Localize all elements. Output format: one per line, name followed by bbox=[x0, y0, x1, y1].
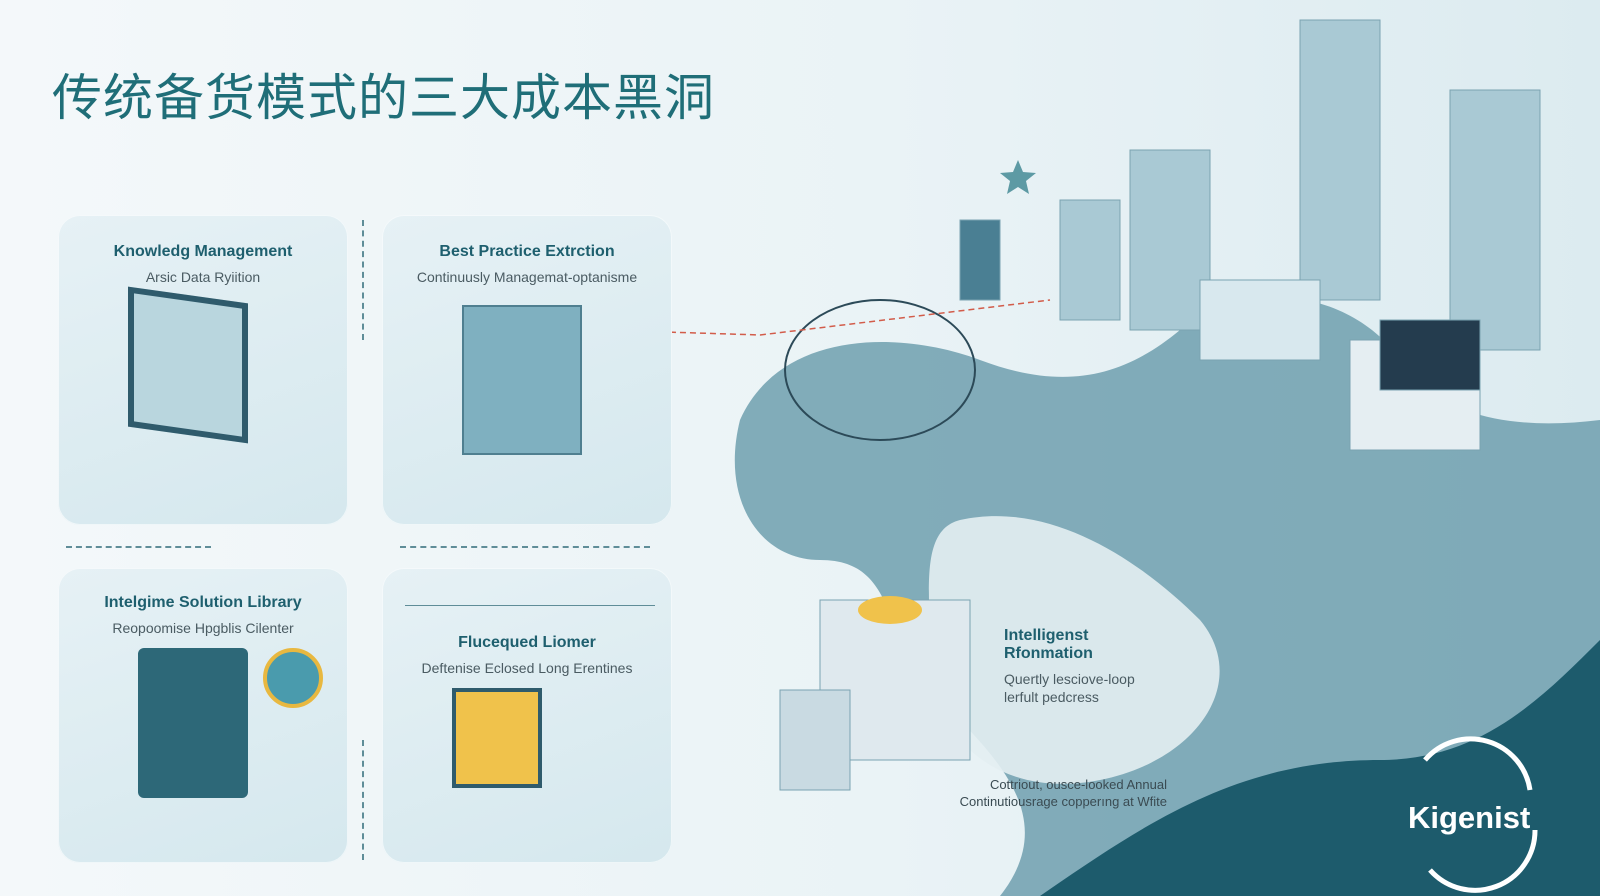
panel-subheading: Arsic Data Ryiition bbox=[145, 269, 261, 285]
panel-heading: Best Practice Extrction bbox=[439, 243, 615, 260]
panel-subheading: Reopoomise Hpgblis Cilenter bbox=[112, 620, 294, 636]
globe-grid bbox=[784, 299, 976, 441]
panel-heading: Intelgime Solution Library bbox=[104, 594, 302, 611]
panel-knowledge-management: Knowledg Management Arsic Data Ryiition bbox=[58, 215, 348, 525]
city-buildings bbox=[779, 19, 1541, 791]
callout-heading-line: Intelligenst bbox=[1004, 627, 1089, 644]
page-title: 传统备货模式的三大成本黑洞 bbox=[52, 69, 715, 127]
divider bbox=[362, 220, 364, 340]
panel-subheading: Continuusly Managemat-optanisme bbox=[416, 269, 638, 285]
star-icon bbox=[1000, 160, 1036, 194]
panel-best-practice: Best Practice Extrction Continuusly Mana… bbox=[382, 215, 672, 525]
caption-line: Cottriout, ousce-looked Annual bbox=[989, 777, 1167, 792]
callout-text-line: Quertly lesciove-loop bbox=[1004, 671, 1135, 687]
callout-text: Quertly lesciove-loop lerfult pedcress bbox=[1004, 670, 1135, 706]
callout-heading: Intelligenst Rfonmation bbox=[1004, 627, 1093, 663]
divider bbox=[66, 546, 211, 548]
panel-subheading: Deftenise Eclosed Long Erentines bbox=[421, 660, 633, 676]
monitor-illustration bbox=[128, 286, 248, 444]
light-wave-shape bbox=[928, 516, 1220, 784]
divider bbox=[405, 605, 655, 606]
divider bbox=[362, 740, 364, 860]
clock-illustration bbox=[263, 648, 323, 708]
screen-illustration bbox=[452, 688, 542, 788]
panel-flucequed: Flucequed Liomer Deftenise Eclosed Long … bbox=[382, 568, 672, 863]
panel-solution-library: Intelgime Solution Library Reopoomise Hp… bbox=[58, 568, 348, 863]
bottom-caption: Cottriout, ousce-looked Annual Continuti… bbox=[935, 776, 1167, 810]
books-illustration bbox=[138, 648, 248, 798]
callout-text-line: lerfult pedcress bbox=[1004, 689, 1099, 705]
panel-heading: Knowledg Management bbox=[113, 243, 293, 260]
panel-heading: Flucequed Liomer bbox=[458, 634, 596, 651]
callout-heading-line: Rfonmation bbox=[1004, 645, 1093, 662]
divider bbox=[400, 546, 650, 548]
logo-circle bbox=[1423, 736, 1538, 893]
server-illustration bbox=[462, 305, 582, 455]
caption-line: Continutiousrage copperıng at Wfite bbox=[959, 794, 1167, 809]
brand-logo: Kigenist bbox=[1408, 800, 1531, 835]
dark-wave-shape bbox=[1040, 640, 1600, 896]
